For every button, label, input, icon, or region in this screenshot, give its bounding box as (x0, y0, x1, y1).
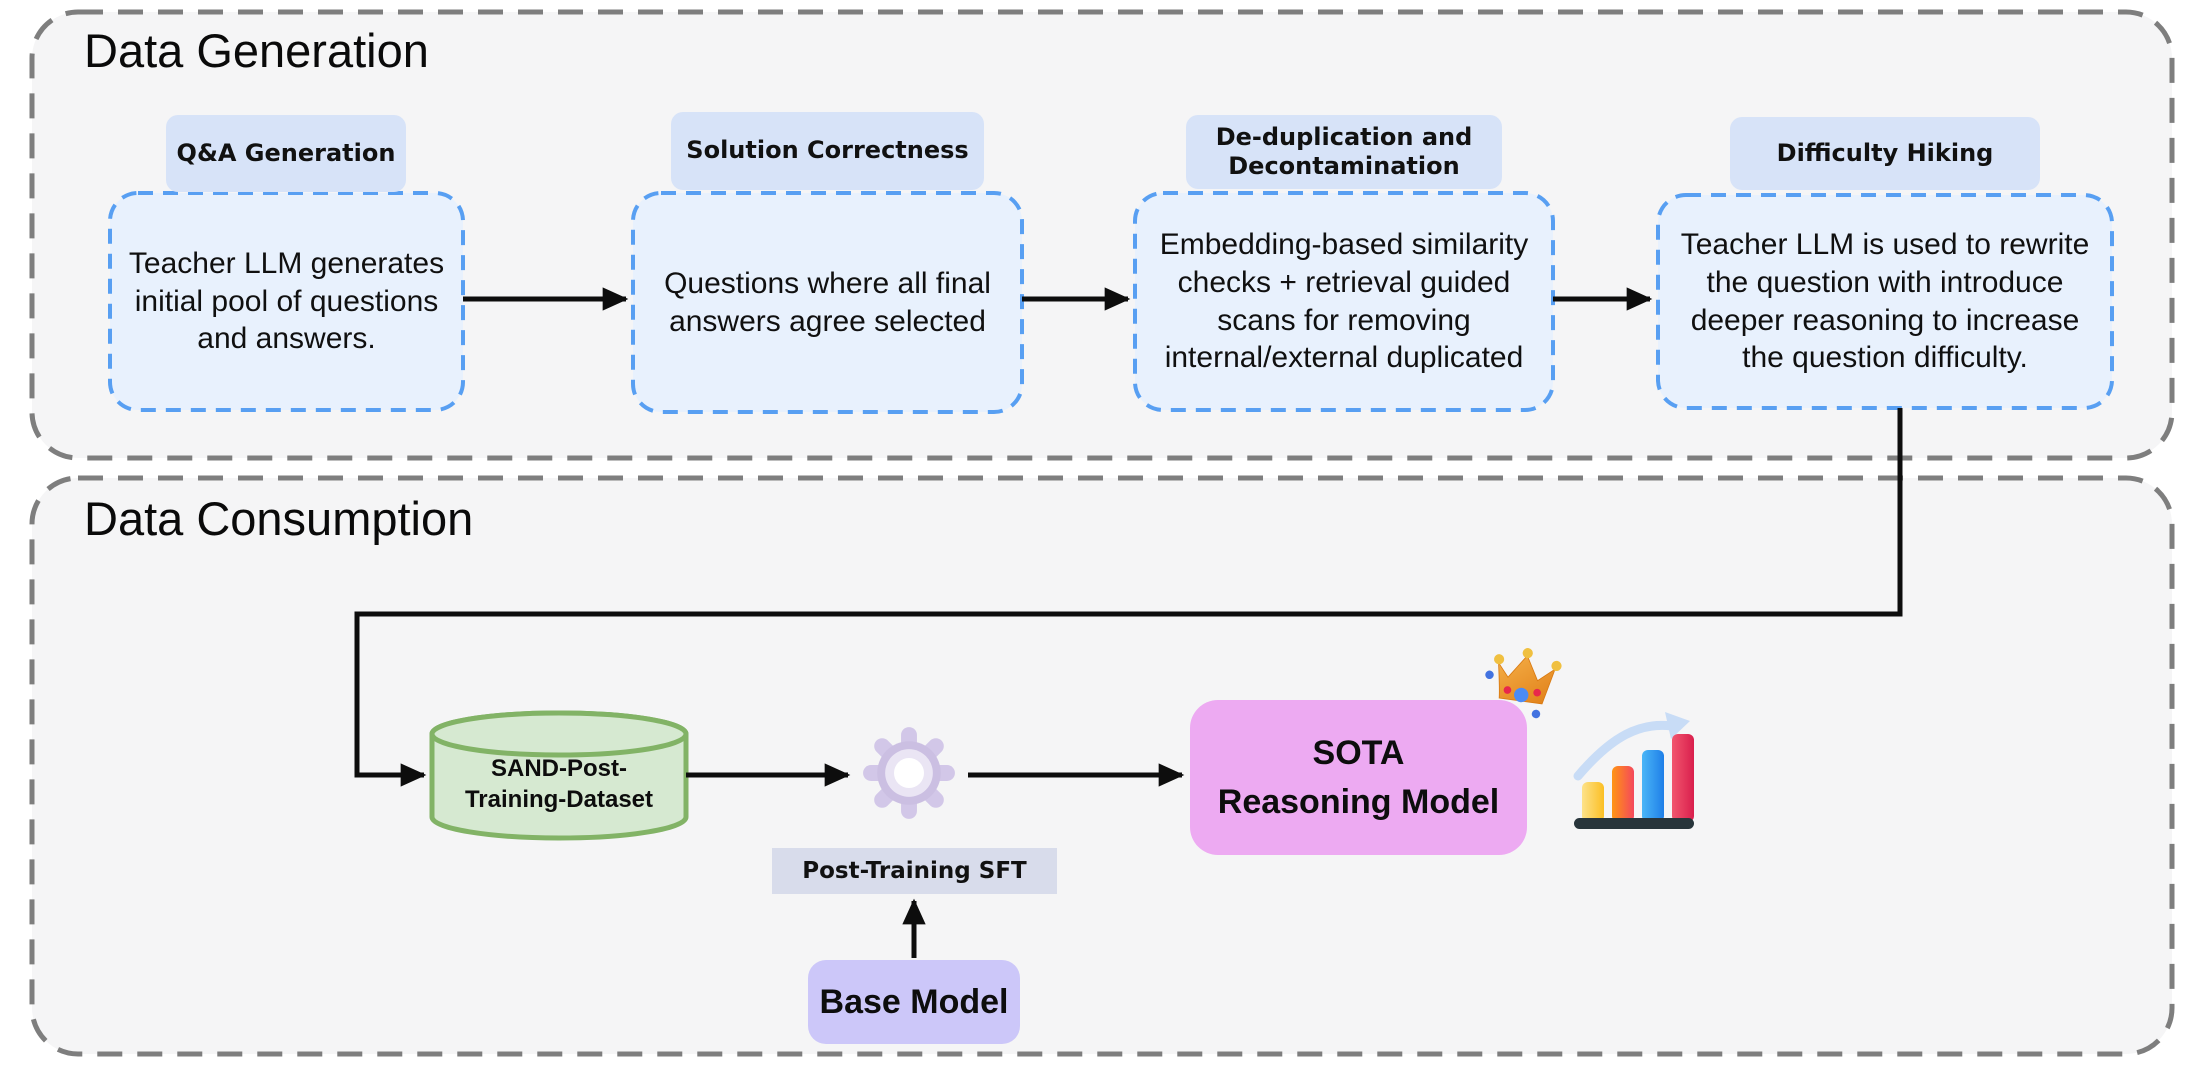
arrow-difficulty-to-dataset (354, 408, 1903, 787)
step-box-solution-correctness (631, 191, 1024, 414)
base-model-box: Base Model (808, 960, 1020, 1044)
badge-difficulty-hiking: Difficulty Hiking (1730, 117, 2040, 190)
crown-icon (1485, 648, 1562, 719)
badge-qa-generation: Q&A Generation (166, 115, 406, 192)
growth-chart-icon (1573, 712, 1694, 829)
data-consumption-panel (29, 475, 2175, 1057)
badge-solution-correctness: Solution Correctness (671, 112, 984, 190)
step-box-difficulty-hiking (1656, 193, 2114, 410)
sota-reasoning-model-box: SOTA Reasoning Model (1190, 700, 1527, 855)
dataset-label: SAND-Post- Training-Dataset (464, 754, 654, 813)
step-box-qa-generation (108, 191, 465, 412)
sft-step-label: Post-Training SFT (772, 848, 1057, 894)
step-text-qa-generation: Teacher LLM generates initial pool of qu… (128, 246, 445, 356)
data-generation-panel (29, 9, 2175, 461)
step-text-deduplication: Embedding-based similarity checks + retr… (1159, 227, 1529, 375)
step-text-difficulty-hiking: Teacher LLM is used to rewrite the quest… (1680, 227, 2090, 375)
step-text-solution-correctness: Questions where all final answers agree … (664, 266, 991, 338)
gear-icon (863, 727, 955, 819)
section-title-data-consumption: Data Consumption (84, 492, 474, 545)
badge-deduplication: De-duplication and Decontamination (1186, 115, 1502, 189)
connector-arrows (354, 287, 1903, 958)
database-icon (429, 710, 689, 841)
section-title-data-generation: Data Generation (84, 24, 429, 77)
